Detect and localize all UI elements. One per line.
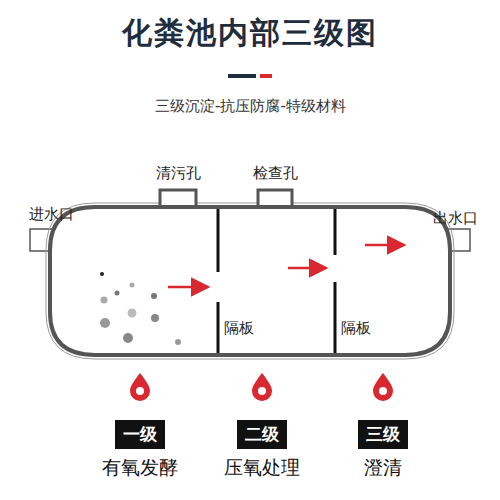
stage-description: 压氧处理 — [224, 455, 300, 481]
stage-box: 一级有氧发酵 — [102, 420, 178, 481]
partition-label: 隔板 — [341, 319, 371, 338]
stage-heading: 三级 — [358, 420, 408, 449]
port-label: 进水口 — [29, 205, 74, 224]
stage-description: 有氧发酵 — [102, 455, 178, 481]
hole-label: 检查孔 — [253, 164, 298, 183]
stage-box: 二级压氧处理 — [224, 420, 300, 481]
title: 化粪池内部三级图 — [122, 13, 378, 54]
stage-heading: 二级 — [237, 420, 287, 449]
stage-heading: 一级 — [115, 420, 165, 449]
stage-description: 澄清 — [358, 455, 408, 481]
subtitle: 三级沉淀-抗压防腐-特级材料 — [155, 97, 346, 116]
hole-label: 清污孔 — [156, 164, 201, 183]
port-label: 出水口 — [433, 209, 478, 228]
partition-label: 隔板 — [224, 319, 254, 338]
stage-box: 三级澄清 — [358, 420, 408, 481]
